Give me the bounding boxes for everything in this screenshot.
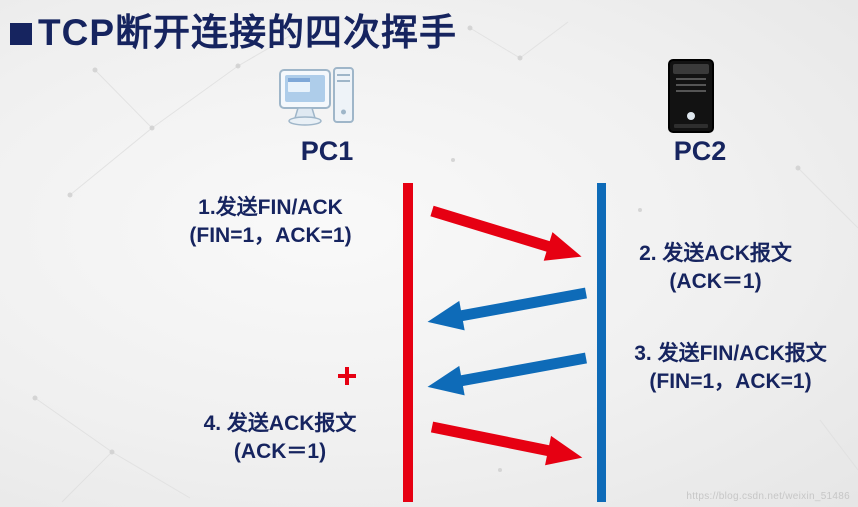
pc2-label: PC2 — [673, 136, 727, 166]
pc1-desktop-icon — [279, 67, 354, 126]
page-title: TCP断开连接的四次挥手 — [38, 12, 457, 53]
pc2-server-icon — [668, 59, 714, 133]
title-row: TCP断开连接的四次挥手 — [10, 12, 457, 55]
arrow-msg4-ack — [430, 421, 583, 466]
watermark: https://blog.csdn.net/weixin_51486 — [686, 491, 850, 502]
arrow-msg3-fin-ack — [427, 352, 587, 396]
arrow-msg1-fin-ack — [430, 205, 582, 261]
title-bullet-icon — [10, 23, 32, 45]
pc2-lifeline — [597, 183, 606, 502]
arrow-msg2-ack — [427, 287, 587, 331]
red-cross-icon — [338, 367, 356, 385]
pc1-label: PC1 — [300, 136, 354, 166]
pc1-lifeline — [403, 183, 413, 502]
